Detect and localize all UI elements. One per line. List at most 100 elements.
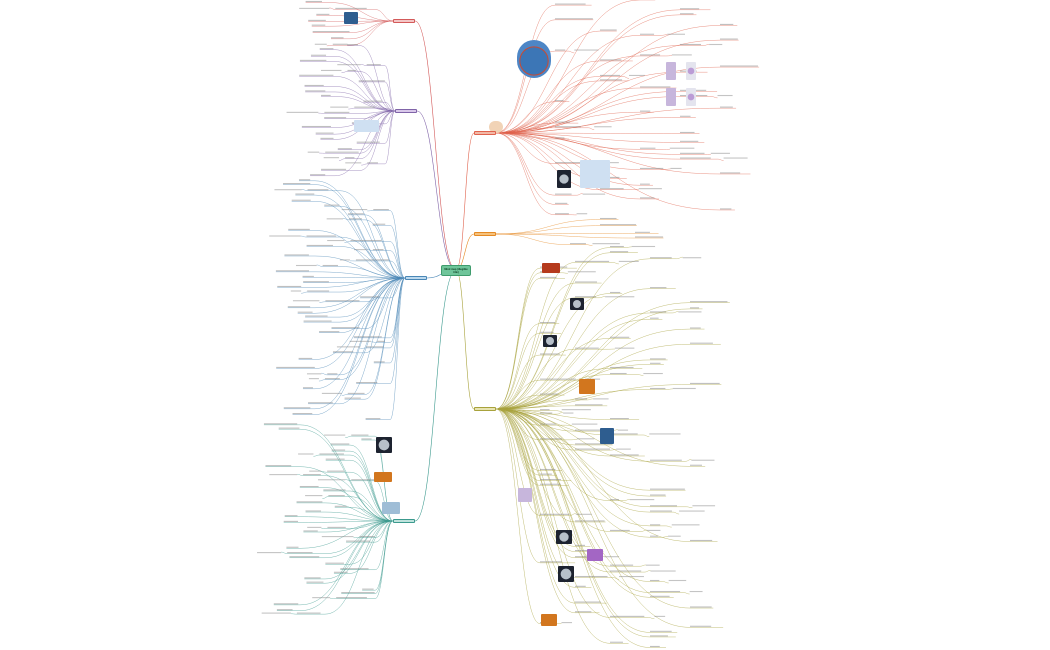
- leaf-text-line[interactable]: [555, 126, 581, 128]
- leaf-text-line[interactable]: [310, 54, 327, 56]
- leaf-text-line[interactable]: [540, 468, 556, 471]
- leaf-text-line[interactable]: [347, 69, 357, 72]
- leaf-text-line[interactable]: [540, 409, 550, 411]
- leaf-text-line[interactable]: [305, 495, 323, 497]
- leaf-text-line[interactable]: [575, 281, 598, 283]
- leaf-text-line[interactable]: [680, 152, 705, 154]
- leaf-text-line[interactable]: [680, 140, 699, 142]
- leaf-text-line[interactable]: [284, 254, 309, 256]
- leaf-text-line[interactable]: [350, 239, 382, 242]
- leaf-text-line[interactable]: [373, 209, 389, 211]
- leaf-text-line[interactable]: [691, 459, 715, 461]
- leaf-text-line[interactable]: [276, 609, 293, 611]
- leaf-text-line[interactable]: [650, 358, 666, 360]
- leaf-text-line[interactable]: [292, 300, 320, 302]
- leaf-text-line[interactable]: [672, 387, 696, 390]
- leaf-text-line[interactable]: [640, 197, 655, 199]
- leaf-text-line[interactable]: [555, 18, 593, 20]
- leaf-text-line[interactable]: [327, 470, 345, 472]
- leaf-text-line[interactable]: [353, 336, 382, 338]
- leaf-text-line[interactable]: [351, 434, 369, 436]
- leaf-text-line[interactable]: [650, 570, 676, 572]
- leaf-text-line[interactable]: [303, 281, 329, 283]
- leaf-text-line[interactable]: [720, 65, 758, 67]
- leaf-text-line[interactable]: [640, 167, 664, 169]
- leaf-text-line[interactable]: [303, 530, 318, 532]
- leaf-text-line[interactable]: [306, 581, 324, 583]
- leaf-text-line[interactable]: [640, 54, 661, 56]
- leaf-text-line[interactable]: [324, 378, 340, 380]
- leaf-text-line[interactable]: [337, 64, 361, 66]
- leaf-text-line[interactable]: [322, 264, 338, 267]
- leaf-text-line[interactable]: [540, 483, 561, 485]
- leaf-text-line[interactable]: [347, 392, 365, 394]
- leaf-text-line[interactable]: [690, 301, 728, 303]
- leaf-text-line[interactable]: [555, 3, 586, 5]
- leaf-text-line[interactable]: [555, 202, 568, 204]
- leaf-text-line[interactable]: [575, 520, 605, 522]
- leaf-text-line[interactable]: [650, 311, 667, 313]
- leaf-text-line[interactable]: [575, 513, 592, 515]
- leaf-text-line[interactable]: [610, 336, 630, 338]
- leaf-text-line[interactable]: [298, 179, 311, 181]
- leaf-text-line[interactable]: [276, 366, 315, 368]
- leaf-text-line[interactable]: [304, 84, 324, 87]
- leaf-text-line[interactable]: [690, 327, 701, 329]
- leaf-text-line[interactable]: [690, 382, 720, 384]
- leaf-text-line[interactable]: [629, 74, 645, 77]
- leaf-text-line[interactable]: [575, 549, 593, 552]
- leaf-text-line[interactable]: [314, 43, 327, 45]
- leaf-text-line[interactable]: [600, 79, 623, 81]
- leaf-text-line[interactable]: [575, 429, 607, 431]
- leaf-text-line[interactable]: [610, 529, 630, 531]
- leaf-text-line[interactable]: [561, 622, 573, 624]
- leaf-text-line[interactable]: [341, 209, 368, 211]
- leaf-text-line[interactable]: [312, 597, 331, 599]
- leaf-text-line[interactable]: [311, 24, 326, 26]
- leaf-text-line[interactable]: [617, 429, 629, 431]
- leaf-text-line[interactable]: [365, 418, 381, 420]
- leaf-text-line[interactable]: [667, 33, 685, 35]
- leaf-text-line[interactable]: [325, 562, 344, 564]
- leaf-text-line[interactable]: [576, 438, 595, 440]
- leaf-text-line[interactable]: [671, 54, 692, 56]
- leaf-text-line[interactable]: [682, 257, 702, 259]
- leaf-text-line[interactable]: [355, 259, 390, 261]
- leaf-text-line[interactable]: [325, 300, 360, 302]
- leaf-text-line[interactable]: [330, 443, 350, 445]
- leaf-text-line[interactable]: [567, 271, 596, 273]
- leaf-text-line[interactable]: [638, 188, 662, 190]
- leaf-text-line[interactable]: [324, 204, 340, 206]
- leaf-text-line[interactable]: [286, 546, 299, 548]
- leaf-text-line[interactable]: [575, 585, 586, 587]
- leaf-text-line[interactable]: [540, 412, 553, 414]
- leaf-text-line[interactable]: [319, 331, 340, 333]
- leaf-text-line[interactable]: [650, 287, 667, 289]
- leaf-text-line[interactable]: [324, 111, 350, 113]
- leaf-text-line[interactable]: [332, 351, 354, 353]
- leaf-text-line[interactable]: [358, 80, 385, 82]
- leaf-text-line[interactable]: [650, 645, 660, 648]
- leaf-text-line[interactable]: [278, 427, 300, 429]
- leaf-text-line[interactable]: [679, 510, 705, 512]
- leaf-text-line[interactable]: [327, 526, 346, 528]
- leaf-text-line[interactable]: [635, 236, 664, 238]
- leaf-text-line[interactable]: [600, 188, 624, 190]
- leaf-text-line[interactable]: [283, 520, 299, 522]
- leaf-text-line[interactable]: [670, 167, 682, 169]
- leaf-text-line[interactable]: [286, 111, 319, 113]
- leaf-text-line[interactable]: [680, 157, 711, 159]
- leaf-text-line[interactable]: [610, 615, 645, 617]
- leaf-text-line[interactable]: [575, 347, 599, 349]
- leaf-text-line[interactable]: [678, 311, 702, 313]
- leaf-text-line[interactable]: [331, 327, 360, 329]
- leaf-text-line[interactable]: [347, 44, 359, 46]
- leaf-text-line[interactable]: [575, 448, 610, 450]
- leaf-text-line[interactable]: [277, 285, 302, 288]
- leaf-text-line[interactable]: [274, 189, 302, 191]
- leaf-text-line[interactable]: [339, 259, 350, 261]
- leaf-text-line[interactable]: [561, 409, 591, 411]
- leaf-text-line[interactable]: [317, 479, 346, 481]
- leaf-text-line[interactable]: [269, 474, 298, 476]
